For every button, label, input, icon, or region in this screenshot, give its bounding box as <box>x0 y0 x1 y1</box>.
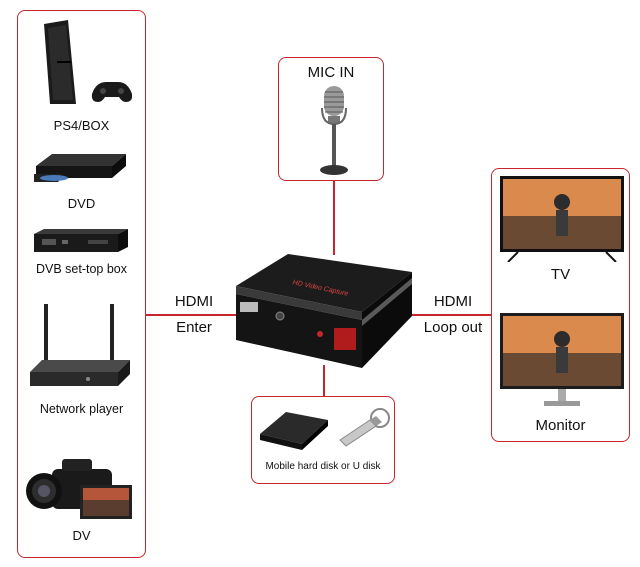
ps4-console-icon <box>40 18 132 108</box>
output-label-monitor: Monitor <box>535 417 586 434</box>
hdmi-out-line <box>405 314 491 316</box>
microphone-icon <box>314 84 354 178</box>
storage-line <box>323 365 325 396</box>
set-top-box-icon <box>32 228 130 256</box>
hdmi-in-label-bottom: Enter <box>176 319 212 336</box>
mic-label: MIC IN <box>307 64 355 81</box>
hdmi-in-line <box>146 314 238 316</box>
source-label-network: Network player <box>39 402 124 416</box>
source-label-dv: DV <box>72 528 91 543</box>
hdmi-in-label-top: HDMI <box>174 293 214 310</box>
output-label-tv: TV <box>550 266 571 283</box>
source-label-dvd: DVD <box>67 196 96 211</box>
hdmi-out-label-bottom: Loop out <box>423 319 483 336</box>
tv-icon <box>500 176 624 262</box>
storage-label: Mobile hard disk or U disk <box>265 461 381 472</box>
camcorder-icon <box>22 455 138 525</box>
mic-line <box>333 181 335 255</box>
network-player-icon <box>28 300 132 396</box>
source-label-ps4: PS4/BOX <box>53 118 110 133</box>
capture-device <box>228 250 416 372</box>
usb-stick-icon <box>336 406 392 448</box>
source-label-dvb: DVB set-top box <box>35 262 127 276</box>
dvd-player-icon <box>34 150 128 186</box>
monitor-icon <box>500 313 624 409</box>
hdmi-out-label-top: HDMI <box>433 293 473 310</box>
hard-disk-icon <box>258 408 330 452</box>
